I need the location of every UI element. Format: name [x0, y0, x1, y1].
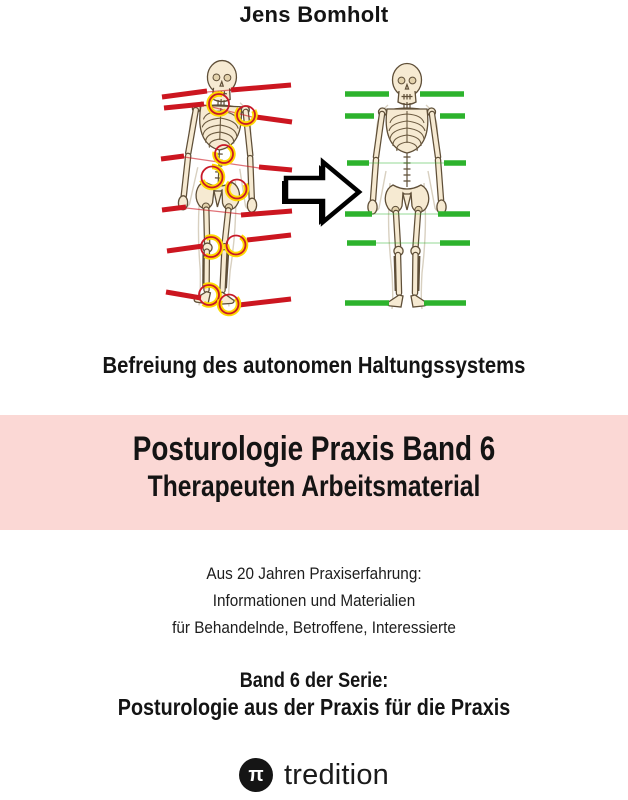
author-name: Jens Bomholt: [239, 2, 389, 27]
series-block: Band 6 der Serie: Posturologie aus der P…: [0, 668, 628, 721]
joint-highlights: [196, 91, 258, 317]
posture-illustration: [0, 55, 628, 333]
logo-glyph: π: [248, 764, 264, 786]
misalignment-lines: [160, 82, 293, 308]
posture-comparison-svg: [160, 55, 470, 317]
series-line: Posturologie aus der Praxis für die Prax…: [117, 694, 511, 720]
description-line: Aus 20 Jahren Praxiserfahrung:: [206, 564, 422, 583]
cover-tagline: Befreiung des autonomen Haltungssystems: [102, 352, 526, 378]
aligned-skeleton: [368, 64, 446, 310]
description-block: Aus 20 Jahren Praxiserfahrung: Informati…: [0, 560, 628, 641]
series-line: Band 6 der Serie:: [239, 669, 389, 692]
transformation-arrow-icon: [282, 157, 363, 227]
tredition-logo-icon: π: [239, 758, 273, 792]
alignment-lines: [345, 91, 470, 306]
title-band: Posturologie Praxis Band 6 Therapeuten A…: [0, 415, 628, 530]
description-line: Informationen und Materialien: [212, 591, 416, 610]
book-subtitle: Therapeuten Arbeitsmaterial: [147, 470, 481, 503]
publisher-row: π tredition: [0, 758, 628, 792]
publisher-name: tredition: [284, 758, 389, 791]
book-title: Posturologie Praxis Band 6: [132, 430, 496, 468]
description-line: für Behandelnde, Betroffene, Interessier…: [172, 618, 456, 637]
